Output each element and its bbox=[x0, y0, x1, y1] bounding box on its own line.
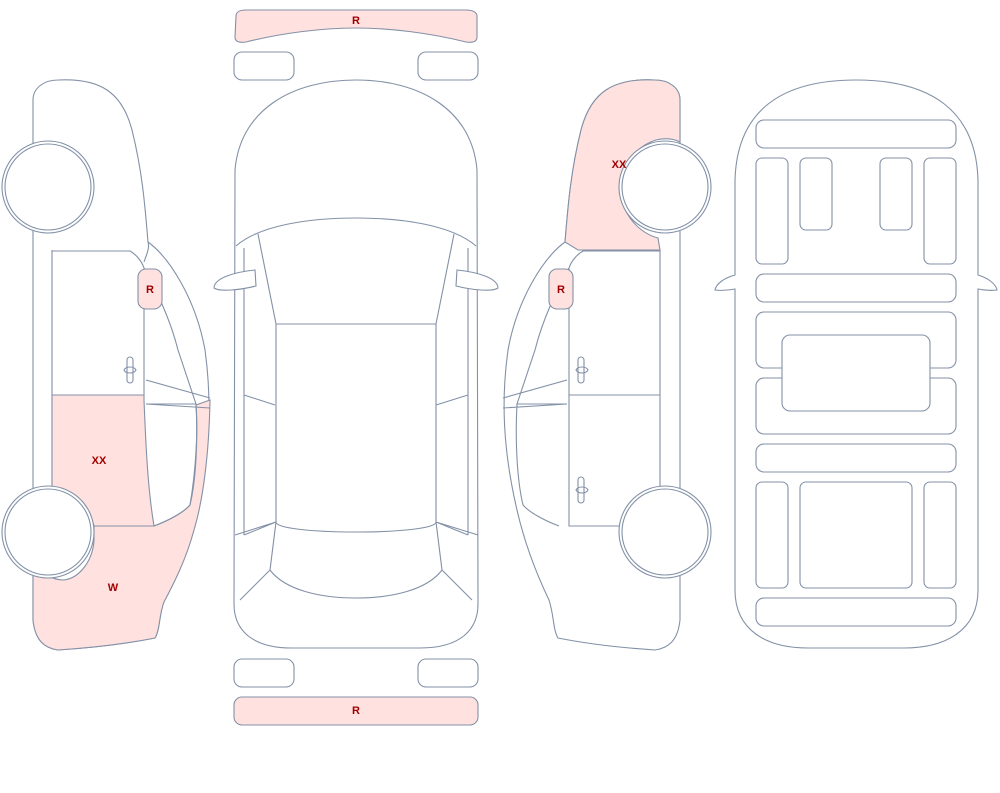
right-rear-door-handle-detail bbox=[575, 486, 589, 494]
left-rear-wheel-rim bbox=[4, 488, 92, 576]
front-bumper-code: R bbox=[352, 15, 360, 27]
right-mirror-code: R bbox=[557, 284, 565, 296]
left-door-handle-detail bbox=[123, 366, 137, 374]
underbody-panel-center[interactable] bbox=[781, 334, 931, 412]
underbody-panel-rear-left[interactable] bbox=[755, 481, 789, 589]
rear-left-tire-top[interactable] bbox=[233, 658, 295, 688]
right-front-wheel[interactable] bbox=[618, 140, 712, 234]
damage-labels: R R R XX W R XX bbox=[92, 15, 627, 717]
underbody-panel-crossmember-rear[interactable] bbox=[755, 443, 957, 473]
windshield bbox=[235, 217, 477, 325]
top-left-mirror[interactable] bbox=[213, 269, 257, 291]
underbody-panel-front-right[interactable] bbox=[923, 157, 957, 265]
top-right-mirror[interactable] bbox=[455, 269, 499, 291]
roof bbox=[275, 324, 437, 533]
rear-right-tire-top[interactable] bbox=[417, 658, 479, 688]
left-rear-door-code: XX bbox=[92, 455, 107, 467]
right-front-wheel-rim bbox=[621, 143, 709, 231]
left-mirror[interactable] bbox=[137, 268, 163, 310]
underbody-panel-rear-center[interactable] bbox=[799, 481, 913, 589]
left-door-handle[interactable] bbox=[126, 356, 134, 384]
rear-bumper[interactable] bbox=[233, 696, 479, 726]
right-front-fender-code: XX bbox=[612, 159, 627, 171]
left-mirror-code: R bbox=[146, 284, 154, 296]
top-view bbox=[213, 9, 499, 726]
underbody-panel-front-left-inner[interactable] bbox=[799, 157, 833, 231]
underbody-panel-front-right-inner[interactable] bbox=[879, 157, 913, 231]
front-left-tire-top[interactable] bbox=[233, 51, 295, 81]
rear-window bbox=[239, 521, 473, 601]
right-rear-wheel-rim bbox=[621, 488, 709, 576]
right-rear-wheel[interactable] bbox=[618, 485, 712, 579]
left-front-wheel-rim bbox=[4, 143, 92, 231]
side-window-lines bbox=[234, 248, 479, 536]
left-pillar-line bbox=[143, 241, 150, 263]
underbody-panel-rear-right[interactable] bbox=[923, 481, 957, 589]
right-side-view bbox=[502, 79, 712, 651]
left-front-door-line bbox=[52, 250, 145, 396]
right-front-door-handle[interactable] bbox=[577, 356, 585, 384]
underbody-panel-rear[interactable] bbox=[755, 597, 957, 627]
right-front-door-handle-detail bbox=[575, 366, 589, 374]
front-right-tire-top[interactable] bbox=[417, 51, 479, 81]
left-window-frame bbox=[143, 267, 211, 527]
left-side-view bbox=[1, 79, 211, 651]
underbody-panel-crossmember-front[interactable] bbox=[755, 273, 957, 303]
right-window-frame bbox=[502, 267, 570, 527]
left-front-wheel[interactable] bbox=[1, 140, 95, 234]
top-body-outline bbox=[233, 79, 479, 649]
right-rear-door-handle[interactable] bbox=[577, 476, 585, 504]
underbody-view bbox=[714, 79, 998, 649]
left-rear-wheel[interactable] bbox=[1, 485, 95, 579]
right-mirror[interactable] bbox=[548, 268, 574, 310]
underbody-panel-front[interactable] bbox=[755, 119, 957, 149]
front-bumper[interactable] bbox=[234, 9, 478, 43]
right-door-lines bbox=[568, 250, 660, 527]
left-rear-quarter-code: W bbox=[108, 582, 119, 594]
underbody-panel-front-left[interactable] bbox=[755, 157, 789, 265]
rear-bumper-code: R bbox=[352, 705, 360, 717]
